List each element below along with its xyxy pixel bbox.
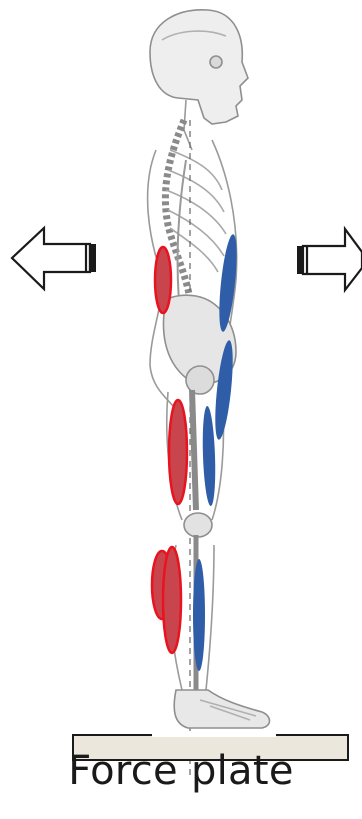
foot [174, 690, 269, 728]
hamstring-muscle [169, 400, 187, 504]
force-plate-label: Force plate [0, 748, 362, 794]
erector-spinae-muscle [155, 247, 171, 313]
quadriceps-muscle [201, 406, 216, 506]
tibialis-anterior-muscle [193, 559, 205, 671]
hollow-arrow-right-icon [297, 229, 362, 290]
skeleton-figure [148, 10, 270, 780]
soleus-muscle [163, 547, 181, 653]
femur [192, 390, 196, 510]
hollow-arrow-left-icon [12, 228, 96, 289]
skull [150, 10, 248, 124]
rib-cage [166, 150, 226, 272]
